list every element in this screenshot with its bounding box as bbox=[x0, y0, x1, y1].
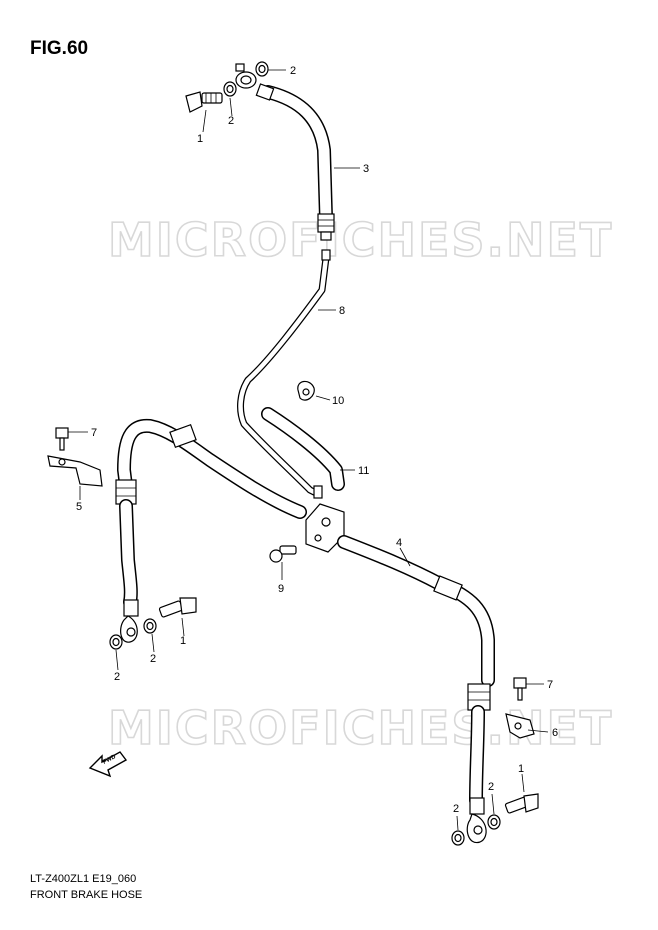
brake-pipe bbox=[237, 249, 331, 499]
callout-right-bracket: 6 bbox=[552, 727, 558, 739]
figure-title: FIG.60 bbox=[30, 38, 89, 59]
banjo-bolt-lower-right bbox=[451, 793, 539, 846]
callout-bolt-lower-right: 1 bbox=[518, 763, 524, 775]
callout-bracket-bolt-left: 7 bbox=[91, 427, 97, 439]
model-code: LT-Z400ZL1 E19_060 bbox=[30, 873, 137, 885]
left-brake-hose bbox=[115, 418, 307, 643]
callout-washer-lower-left-outer: 2 bbox=[114, 671, 120, 683]
pipe-protector bbox=[261, 407, 345, 491]
figure-caption: FRONT BRAKE HOSE bbox=[30, 889, 143, 901]
banjo-bolt-top bbox=[185, 61, 269, 113]
callout-washer-top-left: 2 bbox=[228, 115, 234, 127]
callout-bolt-top: 1 bbox=[197, 133, 203, 145]
leader-lines bbox=[68, 69, 549, 831]
right-hose-bracket bbox=[505, 677, 535, 739]
callout-brake-pipe: 8 bbox=[339, 305, 345, 317]
callout-joint-bolt: 9 bbox=[278, 583, 284, 595]
watermark-top: MICROFICHES.NET bbox=[108, 213, 613, 267]
callout-washer-lower-right-outer: 2 bbox=[453, 803, 459, 815]
upper-brake-hose bbox=[235, 63, 335, 241]
callout-protector: 11 bbox=[358, 465, 369, 477]
callout-upper-hose: 3 bbox=[363, 163, 369, 175]
callout-washer-lower-right-inner: 2 bbox=[488, 781, 494, 793]
callout-clamp: 10 bbox=[332, 395, 344, 407]
pipe-clamp bbox=[297, 380, 315, 401]
callout-left-bracket: 5 bbox=[76, 501, 82, 513]
watermark-bottom: MICROFICHES.NET bbox=[108, 701, 613, 755]
callout-washer-top-right: 2 bbox=[290, 65, 296, 77]
left-hose-bracket bbox=[47, 427, 103, 487]
callout-bracket-bolt-right: 7 bbox=[547, 679, 553, 691]
callout-washer-lower-left-inner: 2 bbox=[150, 653, 156, 665]
banjo-bolt-lower-left bbox=[109, 597, 197, 650]
forward-arrow-icon: FWD bbox=[88, 751, 128, 778]
callout-bolt-lower-left: 1 bbox=[180, 635, 186, 647]
joint-bolt bbox=[269, 545, 297, 563]
brake-hose-joint bbox=[305, 503, 345, 553]
callout-right-hose: 4 bbox=[396, 537, 402, 549]
right-brake-hose bbox=[337, 535, 495, 844]
